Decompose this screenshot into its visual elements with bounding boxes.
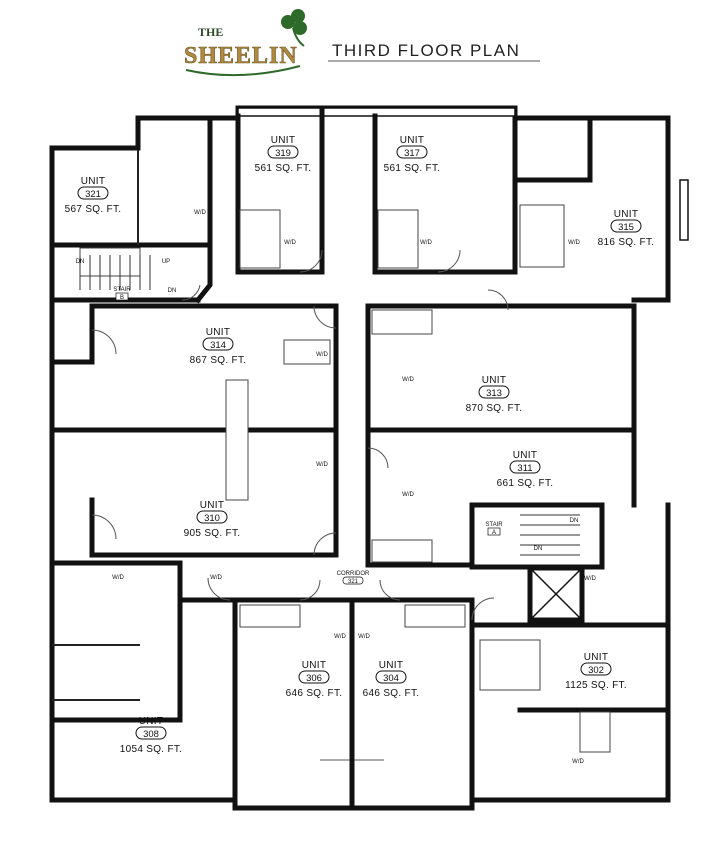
logo: THE SHEELIN <box>184 9 307 77</box>
unit-area: 661 SQ. FT. <box>497 478 554 489</box>
unit-label-308: UNIT 308 1054 SQ. FT. <box>120 716 183 755</box>
unit-number: 317 <box>404 148 420 159</box>
wd-label: W/D <box>572 759 584 765</box>
unit-label-314: UNIT 314 867 SQ. FT. <box>190 327 247 366</box>
unit-area: 646 SQ. FT. <box>363 688 420 699</box>
north-wing <box>49 105 593 304</box>
unit-label-317: UNIT 317 561 SQ. FT. <box>384 135 441 174</box>
fixture-labels: W/D W/D W/D W/D W/D W/D W/D W/D W/D W/D … <box>76 210 597 765</box>
wd-label: W/D <box>112 575 124 581</box>
unit-number: 311 <box>517 463 532 474</box>
unit-area: 1054 SQ. FT. <box>120 744 183 755</box>
shamrock-icon <box>281 9 307 47</box>
corridor-number: 321 <box>348 579 359 585</box>
unit-word: UNIT <box>379 660 404 671</box>
corridor-text: CORRIDOR <box>337 571 370 577</box>
logo-the: THE <box>198 25 223 39</box>
unit-word: UNIT <box>400 135 425 146</box>
wd-label: W/D <box>420 240 432 246</box>
unit-area: 561 SQ. FT. <box>255 163 312 174</box>
unit-label-313: UNIT 313 870 SQ. FT. <box>466 375 523 414</box>
stair-b-label: STAIR B <box>113 287 131 301</box>
wd-label: W/D <box>284 240 296 246</box>
unit-label-302: UNIT 302 1125 SQ. FT. <box>565 652 627 691</box>
middle-block <box>49 303 637 568</box>
wd-label: W/D <box>194 210 206 216</box>
unit-number: 313 <box>486 388 502 399</box>
stair-label: STAIR <box>485 522 503 528</box>
stair-id: B <box>120 295 124 301</box>
stair-label: STAIR <box>113 287 131 293</box>
unit-area: 870 SQ. FT. <box>466 403 523 414</box>
stair-down-label: DN <box>534 546 543 552</box>
wd-label: W/D <box>210 575 222 581</box>
elevator <box>527 565 585 623</box>
door-swings <box>91 249 509 621</box>
stair-down-label: DN <box>76 259 85 265</box>
unit-word: UNIT <box>206 327 231 338</box>
unit-word: UNIT <box>271 135 296 146</box>
unit-label-315: UNIT 315 816 SQ. FT. <box>598 209 655 248</box>
unit-area: 1125 SQ. FT. <box>565 680 627 691</box>
wd-label: W/D <box>584 576 596 582</box>
unit-label-310: UNIT 310 905 SQ. FT. <box>184 500 241 539</box>
unit-word: UNIT <box>584 652 609 663</box>
stair-up-label: UP <box>162 259 170 265</box>
unit-word: UNIT <box>302 660 327 671</box>
unit-label-321: UNIT 321 567 SQ. FT. <box>65 176 122 215</box>
stair-down-label: DN <box>168 288 177 294</box>
unit-area: 567 SQ. FT. <box>65 204 122 215</box>
unit-number: 308 <box>143 729 159 740</box>
logo-name: SHEELIN <box>184 43 298 69</box>
unit-number: 302 <box>588 665 604 676</box>
wd-label: W/D <box>358 634 370 640</box>
wd-label: W/D <box>316 352 328 358</box>
stair-id: A <box>492 530 496 536</box>
unit-number: 310 <box>204 513 220 524</box>
unit-word: UNIT <box>81 176 106 187</box>
unit-word: UNIT <box>614 209 639 220</box>
unit-number: 306 <box>306 673 322 684</box>
corridor-label: CORRIDOR 321 <box>337 571 370 585</box>
unit-word: UNIT <box>139 716 164 727</box>
unit-area: 816 SQ. FT. <box>598 237 655 248</box>
wd-label: W/D <box>568 240 580 246</box>
stair-a-label: STAIR A <box>485 522 503 536</box>
stair-down-label: DN <box>570 518 579 524</box>
south-wing <box>49 560 671 811</box>
wd-label: W/D <box>402 492 414 498</box>
stair-b <box>79 255 151 290</box>
unit-area: 905 SQ. FT. <box>184 528 241 539</box>
wd-label: W/D <box>402 377 414 383</box>
unit-label-311: UNIT 311 661 SQ. FT. <box>497 450 554 489</box>
unit-number: 315 <box>618 222 634 233</box>
plan-title: THIRD FLOOR PLAN <box>332 41 520 60</box>
unit-area: 867 SQ. FT. <box>190 355 247 366</box>
unit-number: 321 <box>85 189 101 200</box>
unit-area: 646 SQ. FT. <box>286 688 343 699</box>
unit-word: UNIT <box>200 500 225 511</box>
unit-label-319: UNIT 319 561 SQ. FT. <box>255 135 312 174</box>
unit-label-304: UNIT 304 646 SQ. FT. <box>363 660 420 699</box>
unit-number: 314 <box>210 340 226 351</box>
unit-number: 304 <box>383 673 399 684</box>
wd-label: W/D <box>316 462 328 468</box>
unit-word: UNIT <box>482 375 507 386</box>
stair-a <box>469 502 605 570</box>
logo-swoosh <box>185 65 301 77</box>
unit-label-306: UNIT 306 646 SQ. FT. <box>286 660 343 699</box>
unit-number: 319 <box>275 148 291 159</box>
unit-word: UNIT <box>513 450 538 461</box>
unit-area: 561 SQ. FT. <box>384 163 441 174</box>
wd-label: W/D <box>334 634 346 640</box>
